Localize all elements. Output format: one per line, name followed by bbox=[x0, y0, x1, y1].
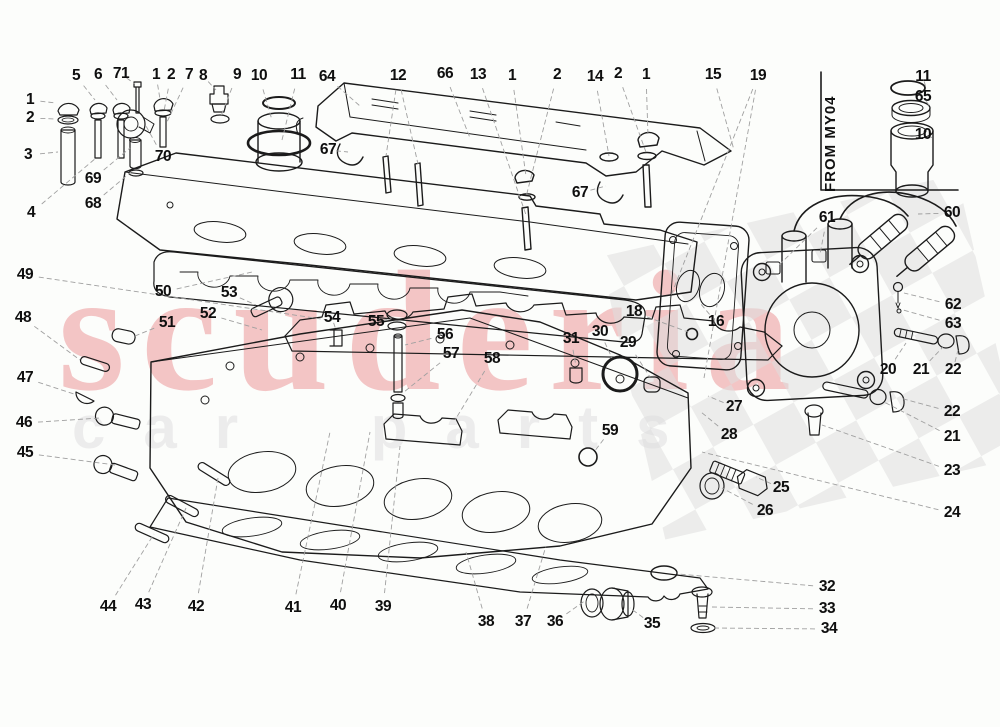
part-callout-28: 28 bbox=[720, 426, 738, 443]
part-callout-16: 16 bbox=[707, 313, 725, 330]
part-callout-7: 7 bbox=[184, 66, 194, 83]
part-callout-8: 8 bbox=[198, 67, 208, 84]
part-callout-55: 55 bbox=[367, 313, 385, 330]
part-callout-63: 63 bbox=[944, 315, 962, 332]
part-callout-5: 5 bbox=[71, 67, 81, 84]
part-callout-1: 1 bbox=[25, 91, 35, 108]
part-callout-9: 9 bbox=[232, 66, 242, 83]
part-callout-52: 52 bbox=[199, 305, 217, 322]
part-callout-70: 70 bbox=[154, 148, 172, 165]
part-callout-2: 2 bbox=[613, 65, 623, 82]
part-callout-71: 71 bbox=[112, 65, 130, 82]
part-callout-69: 69 bbox=[84, 170, 102, 187]
part-callout-10: 10 bbox=[914, 126, 932, 143]
part-callout-59: 59 bbox=[601, 422, 619, 439]
part-callout-64: 64 bbox=[318, 68, 336, 85]
inset-box bbox=[820, 71, 959, 198]
part-callout-3: 3 bbox=[23, 146, 33, 163]
part-callout-27: 27 bbox=[725, 398, 743, 415]
part-callout-60: 60 bbox=[943, 204, 961, 221]
watermark-subtitle-text: car parts bbox=[72, 394, 708, 461]
checkered-flag-watermark bbox=[600, 174, 1000, 540]
part-callout-44: 44 bbox=[99, 598, 117, 615]
part-callout-48: 48 bbox=[14, 309, 32, 326]
part-callout-51: 51 bbox=[158, 314, 176, 331]
part-callout-57: 57 bbox=[442, 345, 460, 362]
part-callout-1: 1 bbox=[151, 66, 161, 83]
part-callout-26: 26 bbox=[756, 502, 774, 519]
part-callout-58: 58 bbox=[483, 350, 501, 367]
part-callout-4: 4 bbox=[26, 204, 36, 221]
part-callout-49: 49 bbox=[16, 266, 34, 283]
part-callout-21: 21 bbox=[912, 361, 930, 378]
part-callout-46: 46 bbox=[15, 414, 33, 431]
chain-cover-assembly bbox=[740, 191, 957, 402]
cylinder-head bbox=[149, 309, 692, 559]
part-callout-65: 65 bbox=[914, 88, 932, 105]
part-callout-40: 40 bbox=[329, 597, 347, 614]
part-callout-30: 30 bbox=[591, 323, 609, 340]
part-callout-2: 2 bbox=[166, 66, 176, 83]
part-callout-14: 14 bbox=[586, 68, 604, 85]
part-callout-15: 15 bbox=[704, 66, 722, 83]
part-callout-19: 19 bbox=[749, 67, 767, 84]
part-callout-20: 20 bbox=[879, 361, 897, 378]
part-callout-61: 61 bbox=[818, 209, 836, 226]
part-callout-45: 45 bbox=[16, 444, 34, 461]
part-callout-54: 54 bbox=[323, 309, 341, 326]
part-callout-29: 29 bbox=[619, 334, 637, 351]
part-callout-42: 42 bbox=[187, 598, 205, 615]
part-callout-1: 1 bbox=[507, 67, 517, 84]
head-gasket bbox=[149, 497, 709, 602]
part-callout-10: 10 bbox=[250, 67, 268, 84]
part-callout-11: 11 bbox=[915, 68, 931, 85]
chain-cover-gasket bbox=[656, 221, 750, 371]
part-callout-22: 22 bbox=[943, 403, 961, 420]
part-callout-47: 47 bbox=[16, 369, 34, 386]
part-callout-41: 41 bbox=[284, 599, 302, 616]
part-callout-33: 33 bbox=[818, 600, 836, 617]
small-parts-right bbox=[699, 281, 970, 500]
small-parts-bottom bbox=[580, 586, 716, 634]
part-callout-18: 18 bbox=[625, 303, 643, 320]
cam-cover bbox=[116, 96, 698, 301]
part-callout-56: 56 bbox=[436, 326, 454, 343]
part-callout-24: 24 bbox=[943, 504, 961, 521]
part-callout-25: 25 bbox=[772, 479, 790, 496]
inset-from-my04-label: FROM MY04 bbox=[822, 95, 839, 192]
part-callout-68: 68 bbox=[84, 195, 102, 212]
cover-gasket bbox=[153, 251, 646, 343]
part-callout-6: 6 bbox=[93, 66, 103, 83]
part-callout-1: 1 bbox=[641, 66, 651, 83]
part-callout-35: 35 bbox=[643, 615, 661, 632]
part-callout-43: 43 bbox=[134, 596, 152, 613]
part-callout-34: 34 bbox=[820, 620, 838, 637]
part-callout-66: 66 bbox=[436, 65, 454, 82]
part-callout-62: 62 bbox=[944, 296, 962, 313]
part-callout-50: 50 bbox=[154, 283, 172, 300]
small-parts-left bbox=[57, 81, 230, 186]
part-callout-53: 53 bbox=[220, 284, 238, 301]
part-callout-36: 36 bbox=[546, 613, 564, 630]
part-callout-23: 23 bbox=[943, 462, 961, 479]
part-callout-2: 2 bbox=[25, 109, 35, 126]
small-parts-mid bbox=[75, 287, 661, 544]
part-callout-32: 32 bbox=[818, 578, 836, 595]
part-callout-67: 67 bbox=[571, 184, 589, 201]
part-callout-12: 12 bbox=[389, 67, 407, 84]
part-callout-13: 13 bbox=[469, 66, 487, 83]
part-callout-67: 67 bbox=[319, 141, 337, 158]
part-callout-2: 2 bbox=[552, 66, 562, 83]
part-callout-37: 37 bbox=[514, 613, 532, 630]
part-callout-22: 22 bbox=[944, 361, 962, 378]
part-callout-21: 21 bbox=[943, 428, 961, 445]
part-callout-38: 38 bbox=[477, 613, 495, 630]
part-callout-31: 31 bbox=[562, 330, 580, 347]
part-callout-11: 11 bbox=[290, 66, 306, 83]
part-callout-39: 39 bbox=[374, 598, 392, 615]
